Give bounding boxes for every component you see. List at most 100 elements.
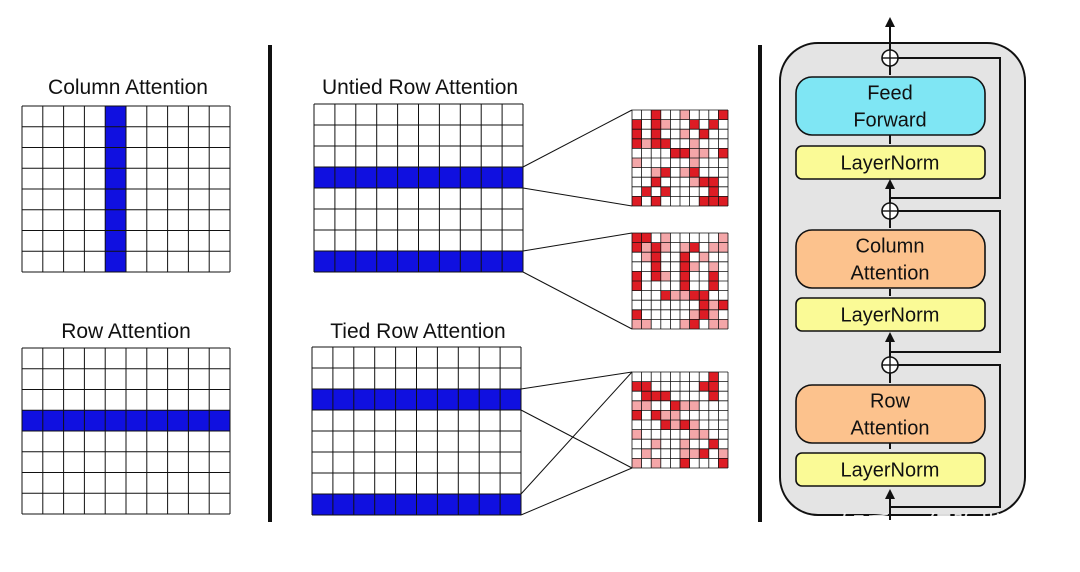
attention-cell (632, 158, 642, 168)
attention-cell (689, 400, 700, 411)
attention-cell (632, 242, 642, 253)
attention-cell (651, 439, 661, 449)
axial-block-layers: FeedForwardLayerNormColumnAttentionLayer… (795, 76, 986, 487)
attention-cell (680, 242, 690, 253)
residual-path (890, 57, 1001, 199)
connector-line (522, 187, 633, 207)
connector-lines (520, 109, 633, 516)
connector-line (520, 371, 633, 495)
attention-cell (689, 309, 700, 320)
attention-cell (680, 252, 690, 262)
attention-cell (689, 420, 700, 430)
attention-cell (699, 300, 709, 310)
attention-cell (641, 252, 652, 262)
attention-cell (718, 300, 728, 310)
attention-cell (680, 167, 690, 178)
attention-cell (632, 309, 642, 320)
attention-cell (632, 129, 642, 139)
connector-line (520, 371, 633, 390)
attention-cell (651, 271, 661, 281)
attention-cell (708, 261, 719, 272)
attention-cell (651, 391, 661, 401)
attention-cell (632, 138, 642, 149)
feed-forward-layer-label: Forward (853, 110, 926, 132)
attention-cell (680, 458, 690, 468)
attention-cell (680, 400, 690, 411)
attention-cell (718, 319, 728, 329)
attention-cell (718, 110, 728, 120)
layernorm-layer-label: LayerNorm (841, 305, 940, 327)
attention-cell (660, 290, 671, 301)
attention-cell (708, 177, 719, 187)
attention-cell (632, 233, 642, 243)
attention-cell (718, 233, 728, 243)
attention-cell (689, 148, 700, 158)
attention-map-2 (631, 232, 729, 330)
attention-cell (660, 138, 671, 149)
attention-cell (632, 281, 642, 291)
connector-line (520, 467, 633, 516)
feed-forward-layer-label: Feed (867, 83, 913, 105)
attention-cell (708, 381, 719, 392)
tied-row-attention-title: Tied Row Attention (330, 320, 506, 343)
connector-line (522, 109, 633, 168)
attention-cell (670, 420, 680, 430)
attention-cell (718, 196, 728, 206)
attention-cell (641, 400, 652, 411)
attention-cell (651, 196, 661, 206)
attention-cell (651, 261, 661, 272)
attention-cell (641, 381, 652, 392)
attention-cell (651, 458, 661, 468)
attention-cell (708, 319, 719, 329)
attention-cell (660, 233, 671, 243)
attention-cell (689, 177, 700, 187)
attention-cell (689, 319, 700, 329)
attention-cell (708, 391, 719, 401)
attention-cell (680, 261, 690, 272)
attention-cell (632, 400, 642, 411)
attention-layer (795, 229, 986, 289)
attention-cell (689, 429, 700, 440)
attention-cell (670, 148, 680, 158)
attention-cell (632, 458, 642, 468)
attention-cell (660, 271, 671, 281)
attention-cell (708, 300, 719, 310)
attention-cell (680, 319, 690, 329)
attention-cell (708, 186, 719, 197)
attention-cell (708, 242, 719, 253)
attention-cell (689, 119, 700, 130)
attention-cell (632, 119, 642, 130)
attention-layer-label: Attention (851, 263, 930, 285)
attention-cell (708, 196, 719, 206)
attention-cell (680, 271, 690, 281)
residual-path (890, 210, 1001, 353)
attention-cell (718, 148, 728, 158)
attention-cell (641, 242, 652, 253)
attention-cell (660, 167, 671, 178)
attention-cell (651, 177, 661, 187)
layernorm-layer (795, 145, 986, 180)
attention-map-3 (631, 371, 729, 469)
attention-cell (718, 448, 728, 459)
row-attention-grid (21, 347, 231, 515)
attention-cell (708, 309, 719, 320)
layernorm-layer-label: LayerNorm (841, 153, 940, 175)
attention-cell (699, 290, 709, 301)
layernorm-layer (795, 452, 986, 487)
attention-cell (699, 129, 709, 139)
untied-row-attention-title: Untied Row Attention (322, 76, 518, 99)
attention-cell (651, 167, 661, 178)
connector-line (522, 271, 633, 330)
attention-cell (651, 138, 661, 149)
attention-cell (680, 448, 690, 459)
attention-cell (670, 410, 680, 420)
attention-cell (641, 319, 652, 329)
watermark: 知乎 @细胞世界 (840, 512, 1030, 542)
attention-cell (699, 381, 709, 392)
attention-cell (699, 429, 709, 440)
layernorm-layer-label: LayerNorm (841, 460, 940, 482)
attention-cell (699, 448, 709, 459)
column-attention-title: Column Attention (48, 76, 208, 99)
attention-cell (660, 410, 671, 420)
